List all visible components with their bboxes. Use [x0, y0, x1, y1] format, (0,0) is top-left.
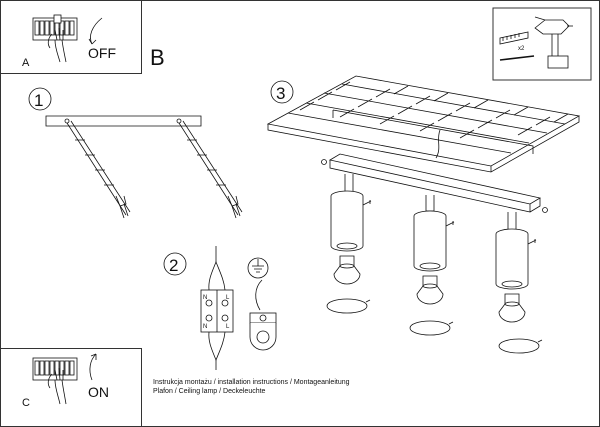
step-3-badge [270, 80, 294, 104]
lamp-bar [321, 153, 548, 213]
step-1-label: 1 [34, 91, 43, 110]
wall-plug-icon [499, 31, 535, 61]
panel-c-letter: C [22, 397, 30, 409]
step-3 [266, 75, 581, 354]
earth-ground-icon [247, 257, 269, 279]
step-1 [28, 87, 243, 219]
step-1-badge [28, 87, 52, 111]
terminal-block [200, 246, 234, 370]
step-2-label: 2 [169, 256, 178, 275]
ceiling-plate [266, 75, 581, 173]
terminal-left-bottom: N [203, 324, 207, 330]
drill-panel: x2 [492, 7, 592, 81]
panel-a: A OFF [0, 0, 142, 74]
panel-c-action: ON [88, 384, 109, 400]
ground-clamp [249, 279, 277, 351]
step-3-label: 3 [276, 84, 285, 103]
terminal-right-bottom: L [226, 324, 230, 330]
caption-line-2: Plafon / Ceiling lamp / Deckeleuchte [153, 388, 266, 395]
spotlight-2 [409, 195, 455, 336]
switch-off-icon [32, 14, 103, 63]
spotlight-1 [326, 174, 372, 314]
terminal-left-top: N [203, 295, 207, 301]
caption-line-1: Instrukcja montażu / installation instru… [153, 379, 350, 386]
switch-on-icon [32, 353, 97, 405]
drill-note: x2 [518, 46, 525, 52]
step-2-badge [163, 252, 187, 276]
spotlight-3 [495, 212, 543, 354]
panel-a-letter: A [22, 57, 30, 69]
panel-c: C ON [0, 348, 142, 427]
panel-a-action: OFF [88, 45, 116, 61]
section-letter: B [150, 45, 165, 70]
step-2 [163, 246, 277, 370]
terminal-right-top: L [226, 295, 230, 301]
drill-icon [534, 16, 573, 69]
